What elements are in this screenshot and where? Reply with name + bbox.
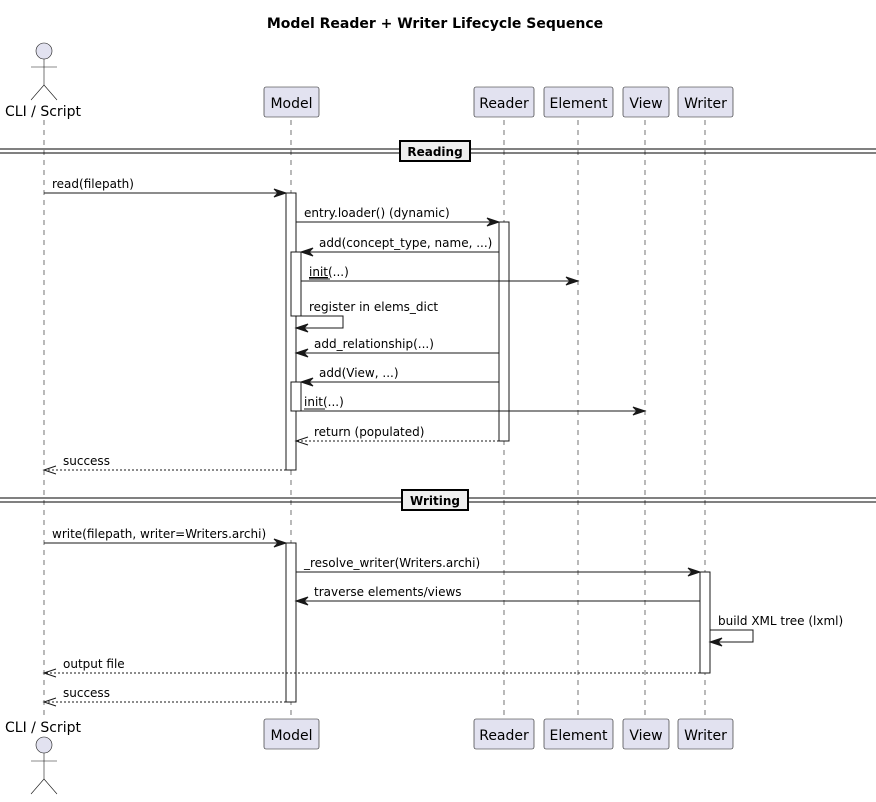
message-traverse: traverse elements/views (294, 585, 700, 606)
activation-model-add1 (290, 251, 302, 317)
message-write: write(filepath, writer=Writers.archi) (44, 527, 288, 548)
participant-element-top: Element (543, 86, 614, 118)
svg-text:return (populated): return (populated) (314, 425, 424, 439)
svg-text:add(concept_type, name, ...): add(concept_type, name, ...) (319, 236, 492, 250)
message-read: read(filepath) (44, 177, 288, 198)
svg-text:Writer: Writer (684, 96, 727, 112)
activation-writer (699, 571, 711, 674)
svg-text:add_relationship(...): add_relationship(...) (314, 337, 434, 351)
message-add-relationship: add_relationship(...) (294, 337, 499, 358)
svg-text:Model: Model (270, 728, 312, 744)
message-entry-loader: entry.loader() (dynamic) (296, 206, 501, 227)
svg-text:output file: output file (63, 657, 125, 671)
svg-text:View: View (629, 728, 662, 744)
actor-label: CLI / Script (5, 104, 81, 120)
svg-text:write(filepath, writer=Writers: write(filepath, writer=Writers.archi) (52, 527, 266, 541)
participant-element-bottom: Element (543, 718, 614, 750)
svg-text:traverse elements/views: traverse elements/views (314, 585, 462, 599)
svg-text:add(View, ...): add(View, ...) (319, 366, 399, 380)
activation-model-read (285, 192, 297, 471)
section-divider-writing: Writing (0, 489, 876, 511)
activation-model-write (285, 542, 297, 703)
svg-text:register in elems_dict: register in elems_dict (309, 300, 438, 314)
svg-text:entry.loader() (dynamic): entry.loader() (dynamic) (304, 206, 450, 220)
participant-view-bottom: View (622, 718, 670, 750)
svg-text:Reader: Reader (479, 728, 529, 744)
participant-model-top: Model (263, 86, 320, 118)
participant-writer-bottom: Writer (677, 718, 734, 750)
message-add-concept: add(concept_type, name, ...) (299, 236, 499, 257)
svg-text:Writer: Writer (684, 728, 727, 744)
participant-writer-top: Writer (677, 86, 734, 118)
svg-text:read(filepath): read(filepath) (52, 177, 134, 191)
message-resolve-writer: _resolve_writer(Writers.archi) (296, 556, 702, 577)
participant-reader-top: Reader (473, 86, 535, 118)
message-init-view: init(...) (301, 395, 647, 416)
svg-text:View: View (629, 96, 662, 112)
actor-label-bottom: CLI / Script (5, 720, 81, 736)
section-label-writing: Writing (410, 494, 460, 508)
activation-reader (498, 221, 510, 442)
activation-model-add2 (290, 381, 302, 412)
message-return-populated: return (populated) (294, 425, 499, 446)
svg-text:Model: Model (270, 96, 312, 112)
participant-reader-bottom: Reader (473, 718, 535, 750)
message-success-read: success (42, 454, 286, 475)
actor-cli-bottom: CLI / Script (5, 720, 81, 795)
svg-text:Reader: Reader (479, 96, 529, 112)
svg-text:success: success (63, 454, 110, 468)
section-divider-reading: Reading (0, 140, 876, 162)
message-register-self: register in elems_dict (294, 300, 438, 333)
section-label-reading: Reading (407, 145, 462, 159)
message-init-element: init(...) (301, 265, 580, 286)
svg-text:init(...): init(...) (309, 265, 349, 279)
svg-text:Element: Element (550, 96, 608, 112)
diagram-title: Model Reader + Writer Lifecycle Sequence (267, 16, 603, 32)
message-build-xml-self: build XML tree (lxml) (708, 614, 843, 647)
svg-text:success: success (63, 686, 110, 700)
svg-text:Element: Element (550, 728, 608, 744)
message-add-view: add(View, ...) (299, 366, 499, 387)
participant-view-top: View (622, 86, 670, 118)
svg-text:init(...): init(...) (304, 395, 344, 409)
participant-model-bottom: Model (263, 718, 320, 750)
message-success-write: success (42, 686, 286, 707)
message-output-file: output file (42, 657, 700, 678)
svg-text:_resolve_writer(Writers.archi): _resolve_writer(Writers.archi) (303, 556, 480, 570)
svg-text:build XML tree (lxml): build XML tree (lxml) (718, 614, 843, 628)
actor-cli-top: CLI / Script (5, 42, 81, 120)
